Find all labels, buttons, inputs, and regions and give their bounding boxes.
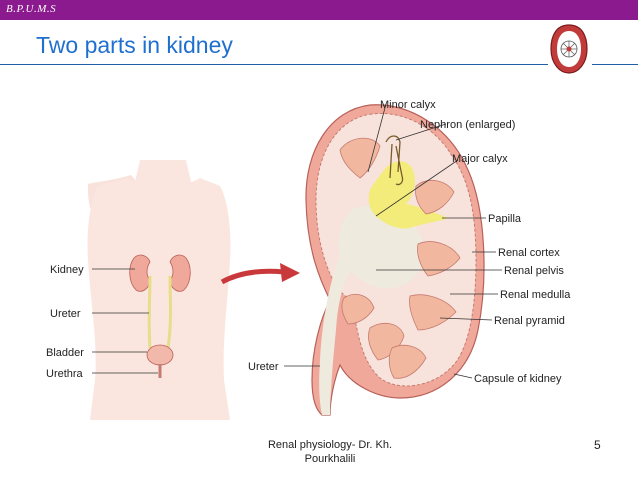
red-arrowhead-icon [280,263,300,282]
label-major-calyx: Major calyx [452,153,508,165]
label-renal-pelvis: Renal pelvis [504,265,564,277]
nephron-leader [395,123,447,141]
title-divider-right [592,64,638,65]
label-papilla: Papilla [488,213,522,225]
slide-footer: Renal physiology- Dr. Kh. Pourkhalili [260,438,400,466]
label-renal-medulla: Renal medulla [500,289,571,301]
label-renal-pyramid: Renal pyramid [494,315,565,327]
page-number: 5 [594,438,601,452]
header-banner: B.P.U.M.S [0,0,638,20]
title-divider [0,64,548,65]
minor-calyx-leader [367,103,387,173]
renal-pyramid-leader [439,317,493,321]
major-calyx-leader [375,159,459,217]
kidney-ureter [319,256,352,415]
university-logo [550,24,588,74]
nephron-shape [385,135,404,186]
label-urethra: Urethra [46,368,84,380]
torso-silhouette [87,178,231,420]
renal-pyramids [339,137,461,379]
capsule-leader [453,373,473,379]
label-renal-cortex: Renal cortex [498,247,560,259]
left-ureter [147,275,152,349]
right-ureter [166,275,172,349]
bladder-shape [146,344,174,366]
label-nephron: Nephron (enlarged) [420,119,515,131]
footer-line2: Pourkhalili [304,453,356,465]
label-bladder: Bladder [46,347,84,359]
label-ureter-left: Ureter [50,308,81,320]
footer-line1: Renal physiology- Dr. Kh. [267,439,393,451]
label-minor-calyx: Minor calyx [380,99,436,111]
red-arrow [220,268,285,285]
label-ureter-right: Ureter [248,361,279,373]
right-kidney-small [169,254,191,292]
label-kidney: Kidney [50,264,84,276]
left-kidney-small [129,254,151,292]
slide-title: Two parts in kidney [36,32,233,58]
org-name: B.P.U.M.S [6,3,57,15]
neck-silhouette [134,160,192,186]
label-capsule: Capsule of kidney [474,373,562,385]
